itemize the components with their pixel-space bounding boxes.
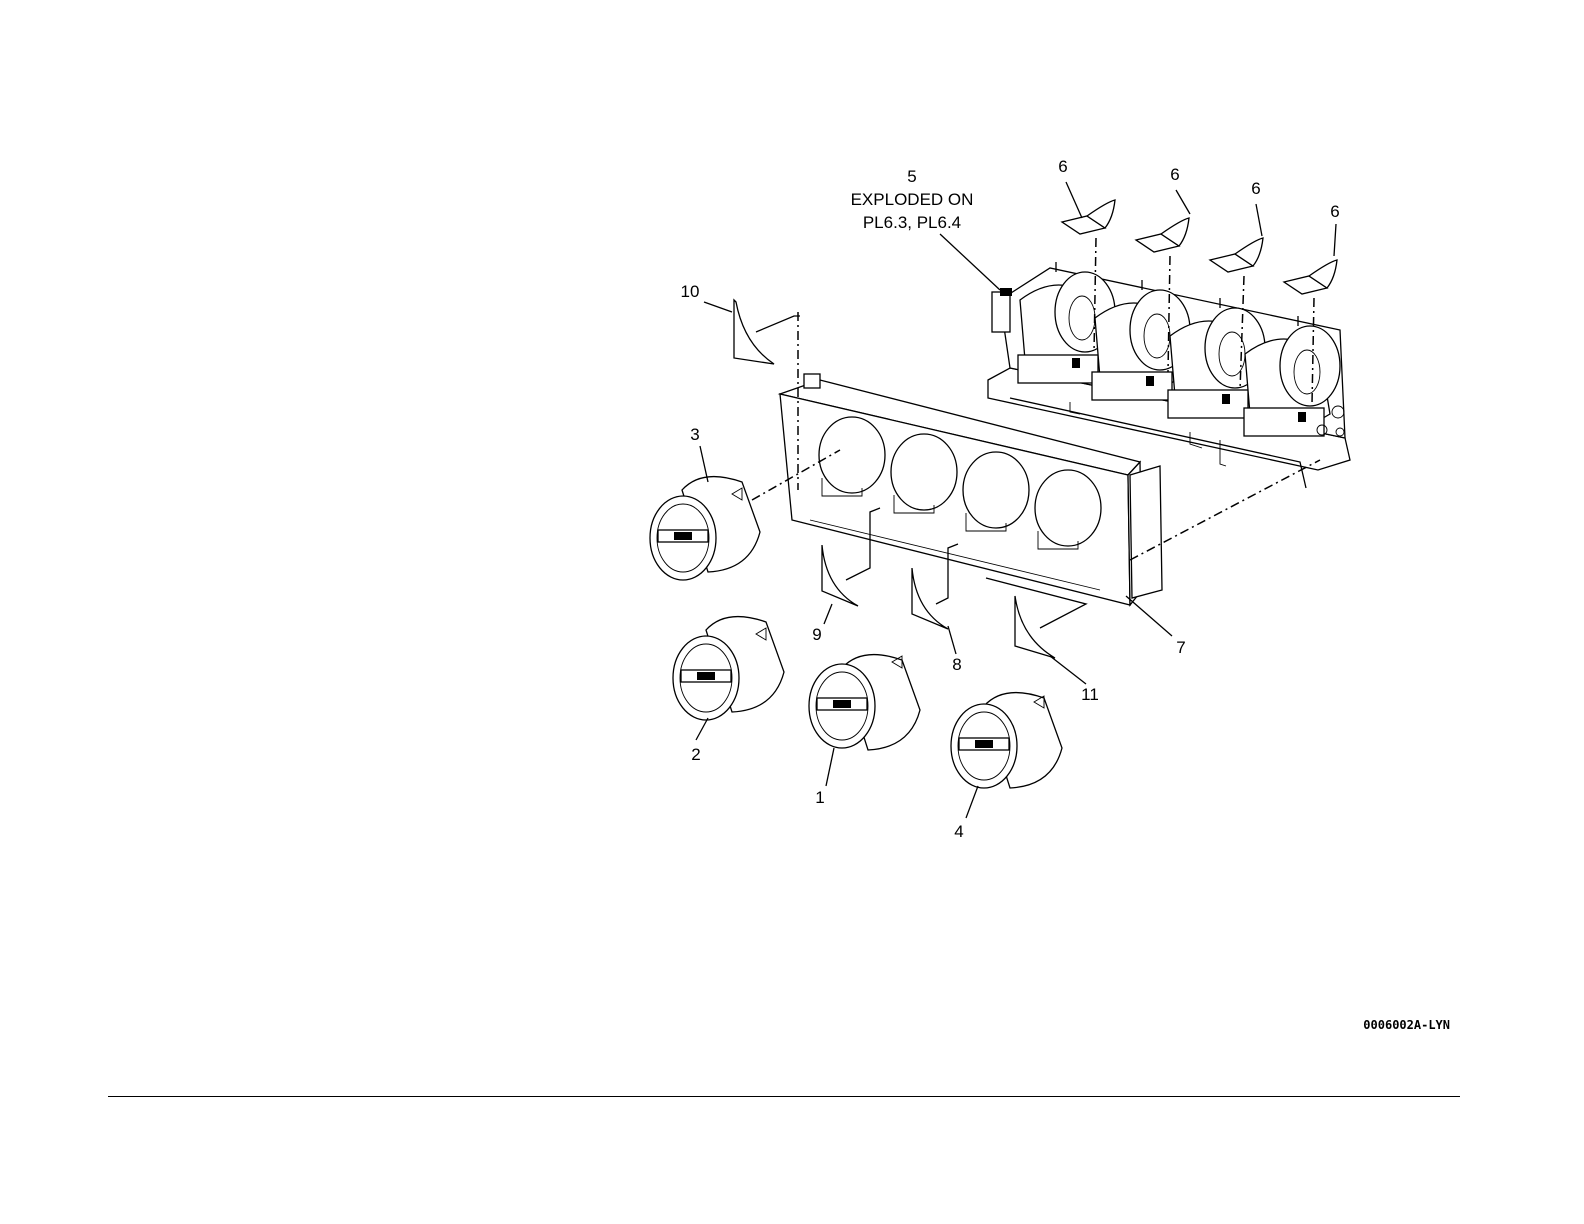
callout-4: 4	[954, 822, 963, 841]
callout-6a: 6	[1058, 157, 1067, 176]
callout-2: 2	[691, 745, 700, 764]
callout-5-note-line1: EXPLODED ON	[851, 190, 974, 209]
toner-cartridge-2	[673, 617, 784, 720]
toner-cartridge-4	[951, 693, 1062, 788]
callout-7: 7	[1176, 638, 1185, 657]
callout-10: 10	[681, 282, 700, 301]
callout-8: 8	[952, 655, 961, 674]
figure-code: 0006002A-LYN	[1363, 1018, 1450, 1032]
callout-6c: 6	[1251, 179, 1260, 198]
callout-9: 9	[812, 625, 821, 644]
clip-part-6b	[1136, 218, 1189, 252]
footer-rule	[108, 1096, 1460, 1097]
clip-part-6c	[1210, 238, 1263, 272]
callout-11: 11	[1081, 685, 1099, 704]
callout-6b: 6	[1170, 165, 1179, 184]
toner-cartridge-1	[809, 655, 920, 750]
callout-3: 3	[690, 425, 699, 444]
callout-5: 5	[907, 167, 916, 186]
callout-1: 1	[815, 788, 824, 807]
clip-part-6d	[1284, 260, 1337, 294]
clip-part-6a	[1062, 200, 1115, 234]
callout-5-note-line2: PL6.3, PL6.4	[863, 213, 961, 232]
callout-6d: 6	[1330, 202, 1339, 221]
